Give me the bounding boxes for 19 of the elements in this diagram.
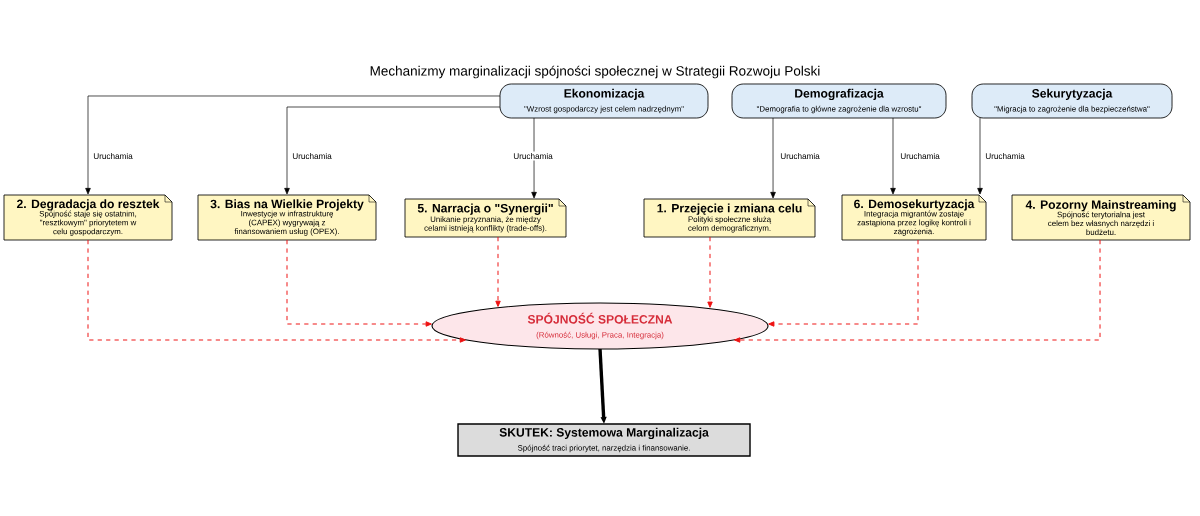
edge-label: Uruchamia <box>292 153 332 159</box>
edge-label: Uruchamia <box>780 153 820 159</box>
arrow <box>890 117 896 195</box>
arrow <box>768 239 919 327</box>
edge-label: Uruchamia <box>93 153 133 159</box>
arrow <box>85 95 501 195</box>
edge-label: Uruchamia <box>900 153 940 159</box>
arrow <box>286 239 432 327</box>
arrow <box>495 236 501 307</box>
arrow <box>707 236 713 308</box>
diagram-title: Mechanizmy marginalizacji spójności społecznej w Strategii Rozwoju Polski <box>370 65 820 79</box>
arrow <box>770 117 776 199</box>
arrow <box>977 117 983 195</box>
arrow <box>531 117 537 199</box>
arrow <box>284 106 501 195</box>
edge-label: Uruchamia <box>985 153 1025 159</box>
arrow <box>87 239 466 343</box>
arrow <box>734 239 1101 343</box>
edge-label: Uruchamia <box>513 153 553 159</box>
